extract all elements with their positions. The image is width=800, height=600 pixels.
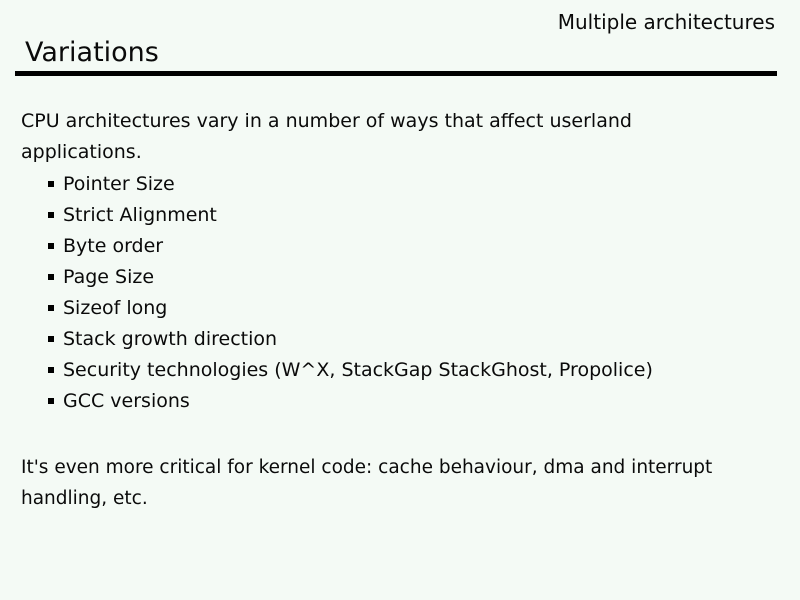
bullet-square-icon bbox=[48, 273, 54, 280]
slide-context-label: Multiple architectures bbox=[557, 10, 775, 34]
bullet-square-icon bbox=[48, 366, 54, 373]
list-item: Stack growth direction bbox=[48, 323, 653, 354]
bullet-square-icon bbox=[48, 304, 54, 311]
list-item: Security technologies (W^X, StackGap Sta… bbox=[48, 354, 653, 385]
list-item: Page Size bbox=[48, 261, 653, 292]
kernel-note-paragraph: It's even more critical for kernel code:… bbox=[21, 457, 713, 509]
bullet-square-icon bbox=[48, 397, 54, 404]
list-item: Byte order bbox=[48, 230, 653, 261]
title-rule bbox=[15, 71, 777, 76]
list-item-label: Security technologies (W^X, StackGap Sta… bbox=[63, 358, 653, 381]
list-item: Pointer Size bbox=[48, 168, 653, 199]
list-item: Strict Alignment bbox=[48, 199, 653, 230]
list-item-label: Stack growth direction bbox=[63, 327, 278, 350]
bullet-square-icon bbox=[48, 242, 54, 249]
list-item: GCC versions bbox=[48, 385, 653, 416]
list-item-label: Byte order bbox=[63, 234, 164, 257]
bullet-square-icon bbox=[48, 335, 54, 342]
intro-paragraph: CPU architectures vary in a number of wa… bbox=[21, 110, 632, 163]
list-item-label: Sizeof long bbox=[63, 296, 168, 319]
page-title: Variations bbox=[25, 37, 159, 68]
list-item: Sizeof long bbox=[48, 292, 653, 323]
bullet-square-icon bbox=[48, 211, 54, 218]
list-item-label: Pointer Size bbox=[63, 172, 175, 195]
list-item-label: Page Size bbox=[63, 265, 155, 288]
list-item-label: Strict Alignment bbox=[63, 203, 217, 226]
bullet-square-icon bbox=[48, 180, 54, 187]
variations-list: Pointer Size Strict Alignment Byte order… bbox=[48, 168, 653, 416]
list-item-label: GCC versions bbox=[63, 389, 190, 412]
